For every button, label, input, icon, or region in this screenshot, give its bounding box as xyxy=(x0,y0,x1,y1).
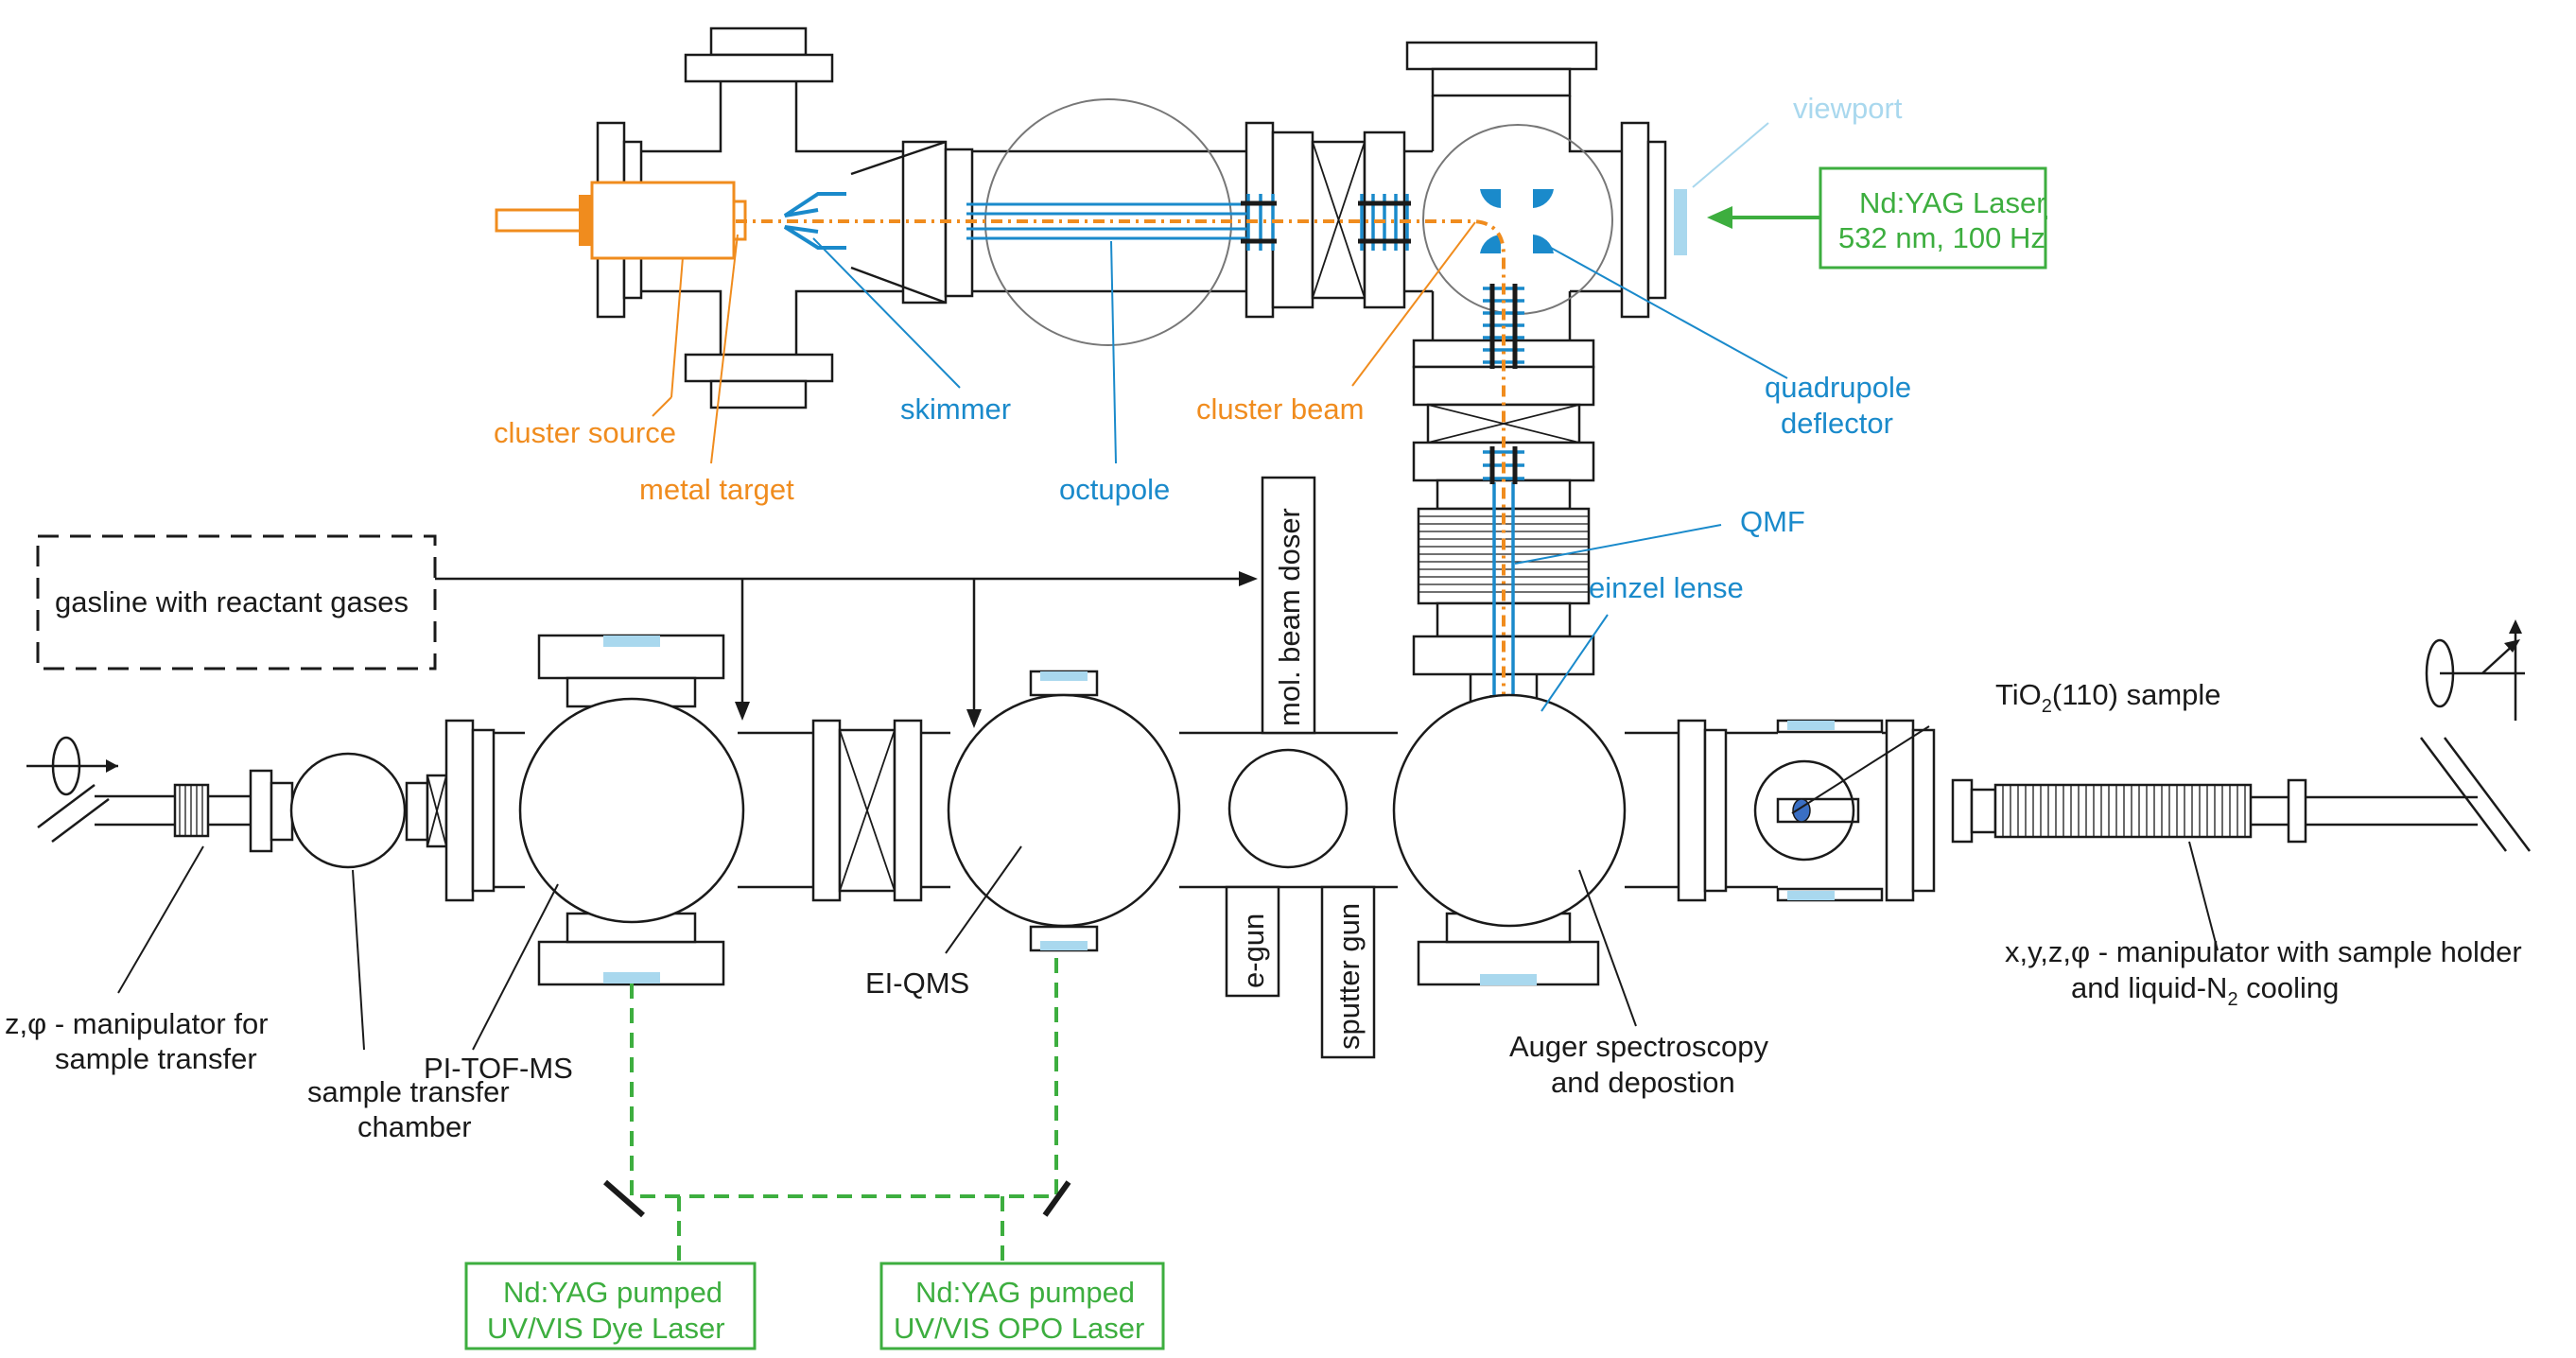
label-ei-qms: EI-QMS xyxy=(865,966,969,1000)
gasline-box xyxy=(36,534,1258,728)
label-dye-line2: UV/VIS Dye Laser xyxy=(487,1312,725,1345)
label-auger-line1: Auger spectroscopy xyxy=(1509,1030,1768,1063)
label-opo-line2: UV/VIS OPO Laser xyxy=(894,1312,1144,1345)
label-skimmer: skimmer xyxy=(900,392,1011,426)
label-transfer-line2: chamber xyxy=(357,1110,472,1143)
label-tio2-sample: TiO2(110) sample xyxy=(1995,678,2221,717)
label-xyz-line2: and liquid-N2 cooling xyxy=(2071,971,2339,1010)
label-einzel: einzel lense xyxy=(1589,571,1744,604)
label-auger-line2: and depostion xyxy=(1551,1066,1735,1099)
label-cluster-source: cluster source xyxy=(494,416,676,449)
label-xyz-line1: x,y,z,φ - manipulator with sample holder xyxy=(2005,935,2522,968)
deflector-chamber xyxy=(1405,41,1687,340)
label-sputter-gun: sputter gun xyxy=(1332,903,1366,1050)
leader-lines xyxy=(117,122,2219,1051)
label-cluster-beam: cluster beam xyxy=(1196,392,1364,426)
rotation-symbol-left xyxy=(26,736,118,796)
cluster-source xyxy=(495,181,747,260)
label-laser-line2: 532 nm, 100 Hz xyxy=(1838,221,2045,254)
label-dye-line1: Nd:YAG pumped xyxy=(503,1276,722,1309)
ndyag-laser-box xyxy=(1819,166,2047,270)
label-pi-tof-ms: PI-TOF-MS xyxy=(424,1052,573,1085)
skimmer xyxy=(783,140,947,305)
label-gasline: gasline with reactant gases xyxy=(55,585,409,618)
label-laser-line1: Nd:YAG Laser xyxy=(1859,186,2046,219)
label-qmf: QMF xyxy=(1740,505,1805,538)
label-transfer-line1: sample transfer xyxy=(307,1075,510,1108)
opo-laser-box xyxy=(879,1262,1165,1350)
label-metal-target: metal target xyxy=(639,473,794,506)
label-z-phi-line2: sample transfer xyxy=(55,1042,257,1075)
label-e-gun: e-gun xyxy=(1237,914,1270,988)
label-quadrupole-line1: quadrupole xyxy=(1765,371,1911,404)
label-octupole: octupole xyxy=(1059,473,1170,506)
label-z-phi-line1: z,φ - manipulator for xyxy=(5,1007,269,1040)
label-quadrupole-line2: deflector xyxy=(1781,407,1893,440)
label-mol-beam-doser: mol. beam doser xyxy=(1273,508,1306,726)
dye-laser-box xyxy=(464,1262,757,1350)
label-opo-line1: Nd:YAG pumped xyxy=(915,1276,1135,1309)
rotation-symbol-right xyxy=(2425,619,2525,721)
label-viewport: viewport xyxy=(1793,92,1903,125)
